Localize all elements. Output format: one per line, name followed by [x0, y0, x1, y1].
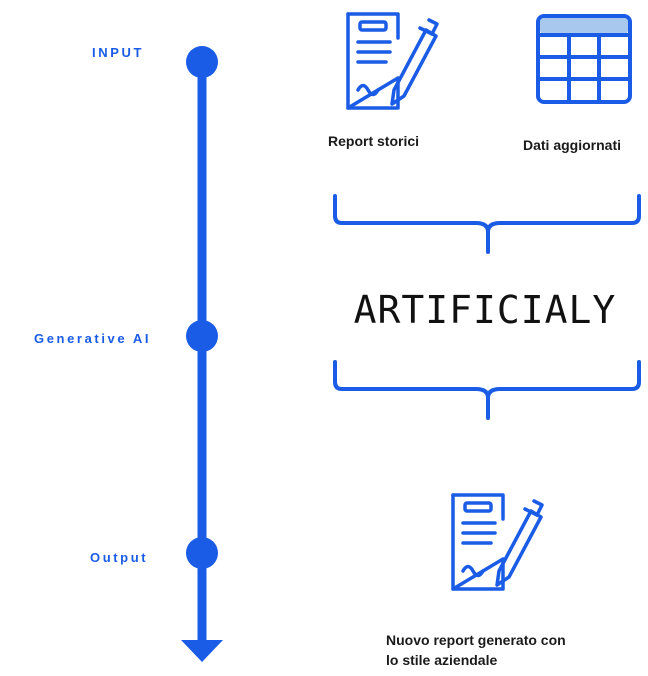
input-label-report-storici: Report storici: [328, 133, 420, 149]
brand-name: ARTIFICIALY: [353, 288, 617, 332]
stage-label-input: INPUT: [92, 45, 144, 60]
document-with-pen-icon: [346, 12, 439, 110]
input-label-dati-aggiornati: Dati aggiornati: [523, 137, 622, 153]
timeline-node-input: [186, 46, 218, 78]
timeline-node-generative-ai: [186, 320, 218, 352]
output-label-line-1: Nuovo report generato con: [386, 632, 566, 648]
stage-label-output: Output: [90, 550, 149, 565]
brace-top: [333, 194, 641, 254]
output-label-line-2: lo stile aziendale: [386, 652, 498, 668]
timeline-node-output: [186, 537, 218, 569]
output-label: Nuovo report generato con lo stile azien…: [386, 630, 566, 670]
table-grid-icon: [536, 14, 632, 104]
timeline-arrowhead: [181, 640, 223, 662]
stage-label-generative-ai: Generative AI: [34, 331, 152, 346]
output-document-with-pen-icon: [451, 493, 544, 591]
brace-bottom: [333, 360, 641, 420]
